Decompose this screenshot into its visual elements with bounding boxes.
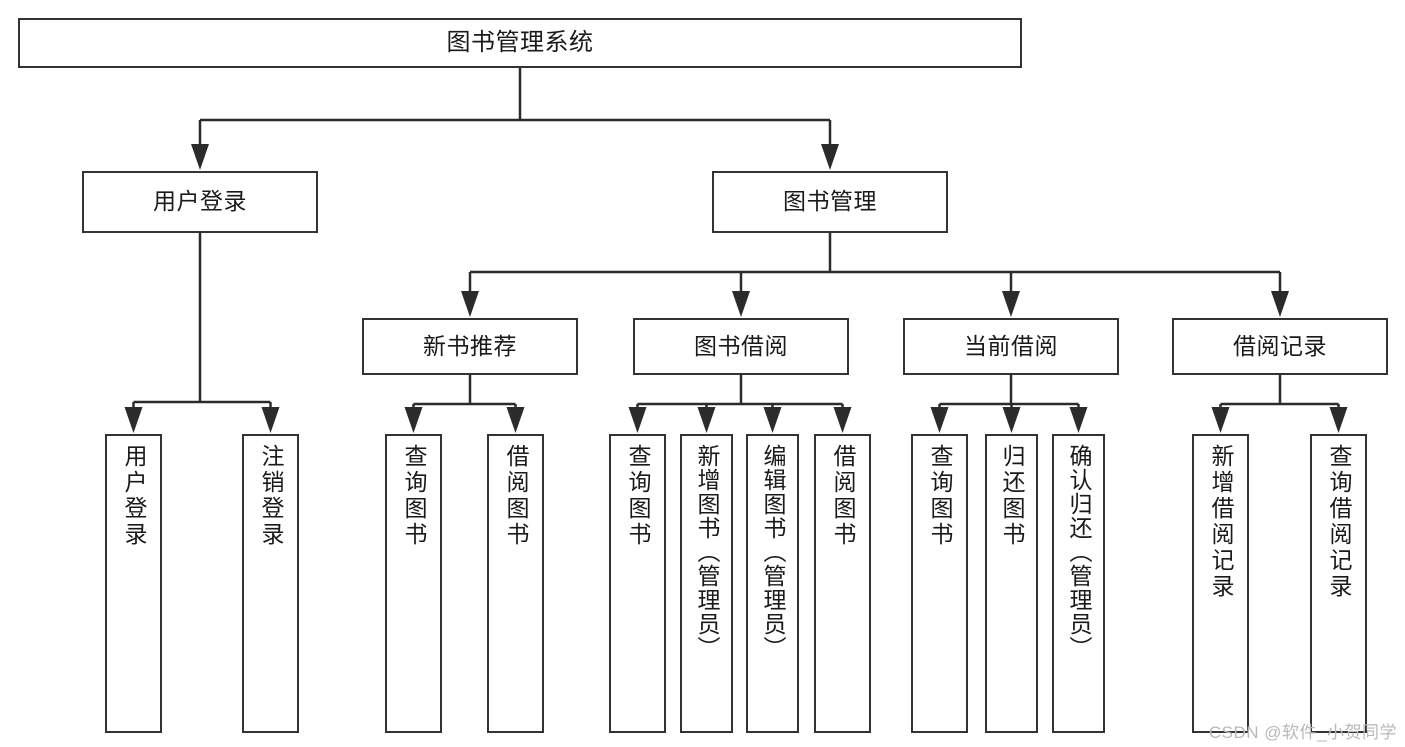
node-label: 注销登录	[258, 444, 284, 548]
node-label: 查询图书	[927, 444, 953, 548]
node-l_b2[interactable]: 借阅图书	[814, 434, 871, 733]
node-label: 新增图书（管理员）	[694, 444, 720, 660]
node-label: 查询图书	[401, 444, 427, 548]
edge-arrowhead	[833, 407, 852, 433]
node-l_b1[interactable]: 借阅图书	[487, 434, 544, 733]
edge-arrowhead	[191, 144, 209, 170]
node-label: 借阅记录	[1233, 332, 1327, 359]
node-borrow[interactable]: 图书借阅	[633, 318, 849, 375]
node-label: 归还图书	[999, 444, 1025, 548]
edge-arrowhead	[1211, 407, 1230, 433]
node-newrec[interactable]: 新书推荐	[362, 318, 578, 375]
edge-arrowhead	[1002, 407, 1021, 433]
edge-arrowhead	[1002, 291, 1020, 317]
edge-arrowhead	[461, 291, 479, 317]
node-l_q3[interactable]: 查询图书	[911, 434, 968, 733]
edge-arrowhead	[930, 407, 949, 433]
edge-arrowhead	[697, 407, 716, 433]
edge-arrowhead	[732, 291, 750, 317]
edge-arrowhead	[628, 407, 647, 433]
node-l_q2[interactable]: 查询图书	[609, 434, 666, 733]
edge-arrowhead	[404, 407, 423, 433]
node-l_q1[interactable]: 查询图书	[385, 434, 442, 733]
node-l_qrec[interactable]: 查询借阅记录	[1310, 434, 1367, 733]
node-label: 当前借阅	[964, 332, 1058, 359]
node-label: 确认归还（管理员）	[1066, 444, 1092, 660]
node-label: 图书管理	[783, 188, 877, 215]
node-label: 新增借阅记录	[1208, 444, 1234, 600]
edge-arrowhead	[506, 407, 525, 433]
watermark-label: CSDN @软件_小贺同学	[1208, 723, 1397, 742]
edge-arrowhead	[261, 407, 280, 433]
edge-arrowhead	[1271, 291, 1289, 317]
edge-arrowhead	[763, 407, 782, 433]
node-l_logout[interactable]: 注销登录	[242, 434, 299, 733]
node-login[interactable]: 用户登录	[82, 171, 318, 233]
edge-arrowhead	[1329, 407, 1348, 433]
node-label: 编辑图书（管理员）	[760, 444, 786, 660]
node-root[interactable]: 图书管理系统	[18, 18, 1022, 68]
node-l_ret[interactable]: 归还图书	[985, 434, 1038, 733]
node-label: 借阅图书	[830, 444, 856, 548]
node-label: 查询图书	[625, 444, 651, 548]
edge-arrowhead	[821, 144, 839, 170]
node-label: 图书管理系统	[446, 28, 594, 56]
node-l_addrec[interactable]: 新增借阅记录	[1192, 434, 1249, 733]
node-l_conf[interactable]: 确认归还（管理员）	[1052, 434, 1105, 733]
node-current[interactable]: 当前借阅	[903, 318, 1119, 375]
node-l_add[interactable]: 新增图书（管理员）	[680, 434, 733, 733]
node-label: 图书借阅	[694, 332, 788, 359]
node-label: 借阅图书	[503, 444, 529, 548]
node-label: 用户登录	[121, 444, 147, 548]
node-l_edit[interactable]: 编辑图书（管理员）	[746, 434, 799, 733]
node-label: 查询借阅记录	[1326, 444, 1352, 600]
node-label: 用户登录	[153, 188, 247, 215]
node-l_login[interactable]: 用户登录	[105, 434, 162, 733]
edge-arrowhead	[124, 407, 143, 433]
node-bookmgmt[interactable]: 图书管理	[712, 171, 948, 233]
node-label: 新书推荐	[423, 332, 517, 359]
edge-arrowhead	[1069, 407, 1088, 433]
node-records[interactable]: 借阅记录	[1172, 318, 1388, 375]
